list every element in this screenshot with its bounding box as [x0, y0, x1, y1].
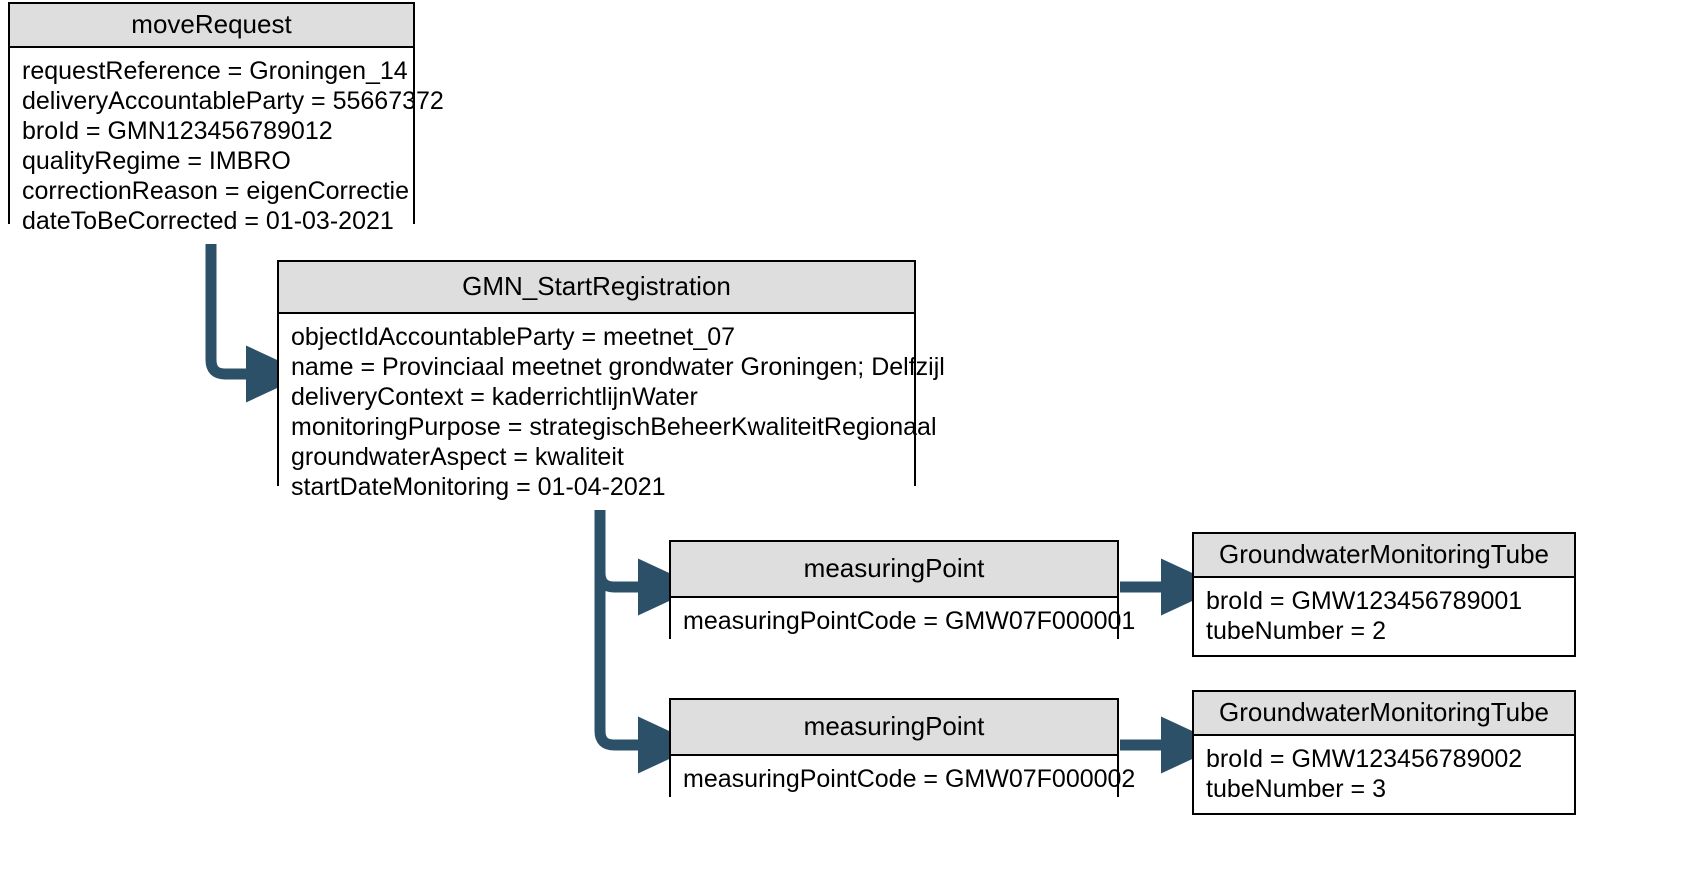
uml-box-attributes-gmn-startregistration: objectIdAccountableParty = meetnet_07 na…	[279, 314, 945, 510]
uml-box-groundwatermonitoringtube-1[interactable]: GroundwaterMonitoringTube broId = GMW123…	[1192, 532, 1576, 657]
uml-box-title-measuringpoint-1: measuringPoint	[671, 542, 1117, 598]
uml-attribute: deliveryContext = kaderrichtlijnWater	[291, 383, 698, 411]
uml-attribute: qualityRegime = IMBRO	[22, 147, 291, 175]
uml-attribute: requestReference = Groningen_14	[22, 57, 408, 85]
uml-box-title-measuringpoint-2: measuringPoint	[671, 700, 1117, 756]
uml-box-measuringpoint-2[interactable]: measuringPoint measuringPointCode = GMW0…	[669, 698, 1135, 802]
uml-attribute: deliveryAccountableParty = 55667372	[22, 87, 444, 115]
uml-box-moverequest[interactable]: moveRequest requestReference = Groningen…	[8, 2, 444, 244]
uml-attribute: broId = GMN123456789012	[22, 117, 333, 145]
uml-box-title-groundwatermonitoringtube-2: GroundwaterMonitoringTube	[1194, 692, 1574, 736]
connector-moverequest-to-gmnstartregistration	[205, 226, 308, 403]
connector-gmnstartregistration-to-measuringpoint-2	[594, 488, 700, 774]
uml-attribute: measuringPointCode = GMW07F000001	[683, 607, 1136, 635]
uml-attribute: broId = GMW123456789001	[1206, 587, 1523, 615]
uml-box-title-moverequest: moveRequest	[10, 4, 413, 48]
uml-box-attributes-groundwatermonitoringtube-2: broId = GMW123456789002 tubeNumber = 3	[1194, 736, 1574, 812]
uml-attribute: name = Provinciaal meetnet grondwater Gr…	[291, 353, 945, 381]
uml-attribute: tubeNumber = 2	[1206, 617, 1386, 645]
uml-attribute: groundwaterAspect = kwaliteit	[291, 443, 624, 471]
uml-attribute: broId = GMW123456789002	[1206, 745, 1523, 773]
uml-attribute: objectIdAccountableParty = meetnet_07	[291, 323, 736, 351]
uml-attribute: measuringPointCode = GMW07F000002	[683, 765, 1136, 793]
uml-attribute: dateToBeCorrected = 01-03-2021	[22, 207, 394, 235]
uml-box-gmn-startregistration[interactable]: GMN_StartRegistration objectIdAccountabl…	[277, 260, 945, 510]
uml-box-title-gmn-startregistration: GMN_StartRegistration	[279, 262, 914, 314]
uml-attribute: correctionReason = eigenCorrectie	[22, 177, 410, 205]
uml-box-attributes-moverequest: requestReference = Groningen_14 delivery…	[10, 48, 444, 244]
uml-attribute: monitoringPurpose = strategischBeheerKwa…	[291, 413, 937, 441]
uml-box-title-groundwatermonitoringtube-1: GroundwaterMonitoringTube	[1194, 534, 1574, 578]
uml-box-attributes-groundwatermonitoringtube-1: broId = GMW123456789001 tubeNumber = 2	[1194, 578, 1574, 654]
uml-attribute: tubeNumber = 3	[1206, 775, 1386, 803]
uml-box-groundwatermonitoringtube-2[interactable]: GroundwaterMonitoringTube broId = GMW123…	[1192, 690, 1576, 815]
uml-box-measuringpoint-1[interactable]: measuringPoint measuringPointCode = GMW0…	[669, 540, 1135, 644]
uml-box-attributes-measuringpoint-1: measuringPointCode = GMW07F000001	[671, 598, 1136, 644]
uml-box-attributes-measuringpoint-2: measuringPointCode = GMW07F000002	[671, 756, 1136, 802]
uml-attribute: startDateMonitoring = 01-04-2021	[291, 473, 666, 501]
